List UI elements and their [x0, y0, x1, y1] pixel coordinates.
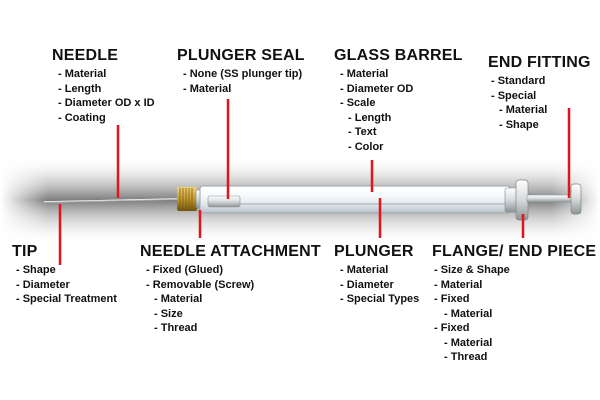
label-item: - Diameter: [340, 278, 394, 291]
label-item: - Material: [340, 68, 389, 80]
label-needle-title: NEEDLE: [52, 47, 119, 64]
label-item: - Length: [58, 82, 102, 95]
label-needle-items: - Material - Length - Diameter OD x ID -…: [52, 67, 155, 125]
label-item: - Size & Shape: [434, 264, 510, 276]
label-item: - Material: [444, 336, 493, 349]
flange-end-piece: [504, 179, 529, 221]
label-item: - Diameter OD: [340, 82, 414, 95]
label-plunger-seal: PLUNGER SEAL - None (SS plunger tip) - M…: [177, 47, 305, 96]
label-tip: TIP - Shape - Diameter - Special Treatme…: [12, 243, 117, 307]
label-item: - Standard: [491, 75, 546, 87]
label-item: - Material: [434, 278, 483, 291]
label-end-fitting-items: - Standard - Special - Material - Shape: [488, 74, 591, 132]
label-tip-items: - Shape - Diameter - Special Treatment: [12, 263, 117, 307]
label-plunger-seal-items: - None (SS plunger tip) - Material: [177, 67, 305, 96]
label-item: - None (SS plunger tip): [183, 68, 303, 80]
label-item: - Material: [58, 68, 107, 80]
plunger-tip: [207, 195, 241, 208]
label-flange-end-piece-title: FLANGE/ END PIECE: [432, 243, 597, 260]
label-item: - Shape: [499, 118, 539, 131]
label-end-fitting-title: END FITTING: [488, 54, 591, 71]
label-item: - Material: [499, 104, 548, 116]
needle-highlight: [43, 198, 179, 202]
label-plunger-items: - Material - Diameter - Special Types: [334, 263, 419, 307]
label-item: - Special Types: [340, 293, 420, 305]
needle-shaft: [43, 198, 179, 203]
label-plunger-title: PLUNGER: [334, 243, 414, 260]
label-item: - Color: [348, 140, 384, 153]
label-item: - Coating: [58, 111, 106, 124]
label-item: - Removable (Screw): [146, 278, 255, 291]
label-item: - Material: [340, 264, 389, 276]
end-fitting: [570, 183, 582, 215]
label-item: - Special: [491, 89, 537, 102]
label-item: - Fixed: [434, 293, 470, 305]
label-plunger-seal-title: PLUNGER SEAL: [177, 47, 305, 64]
label-item: - Diameter OD x ID: [58, 97, 155, 109]
label-item: - Text: [348, 126, 377, 138]
label-tip-title: TIP: [12, 243, 38, 260]
label-item: - Material: [154, 293, 203, 305]
label-item: - Special Treatment: [16, 293, 117, 305]
label-glass-barrel-items: - Material - Diameter OD - Scale - Lengt…: [334, 67, 463, 154]
plunger-rod: [526, 194, 574, 203]
label-needle-attachment: NEEDLE ATTACHMENT - Fixed (Glued) - Remo…: [140, 243, 321, 336]
label-item: - Material: [444, 307, 493, 320]
label-glass-barrel: GLASS BARREL - Material - Diameter OD - …: [334, 47, 463, 154]
label-plunger: PLUNGER - Material - Diameter - Special …: [334, 243, 419, 307]
label-item: - Fixed: [434, 322, 470, 334]
label-item: - Diameter: [16, 278, 70, 291]
label-flange-end-piece-items: - Size & Shape - Material - Fixed - Mate…: [432, 263, 596, 365]
label-end-fitting: END FITTING - Standard - Special - Mater…: [488, 54, 591, 132]
glass-barrel: [199, 185, 511, 214]
label-glass-barrel-title: GLASS BARREL: [334, 47, 463, 64]
label-item: - Length: [348, 111, 392, 124]
label-item: - Scale: [340, 97, 376, 109]
label-item: - Fixed (Glued): [146, 264, 223, 276]
label-needle-attachment-title: NEEDLE ATTACHMENT: [140, 243, 321, 260]
leader-lines: [58, 99, 571, 265]
needle-hub: [177, 187, 203, 211]
label-item: - Material: [183, 82, 232, 95]
label-item: - Shape: [16, 264, 56, 276]
label-item: - Thread: [444, 351, 488, 363]
label-needle-attachment-items: - Fixed (Glued) - Removable (Screw) - Ma…: [140, 263, 321, 336]
label-flange-end-piece: FLANGE/ END PIECE - Size & Shape - Mater…: [432, 243, 596, 365]
label-item: - Thread: [154, 322, 198, 334]
label-item: - Size: [154, 307, 183, 320]
label-needle: NEEDLE - Material - Length - Diameter OD…: [52, 47, 155, 125]
